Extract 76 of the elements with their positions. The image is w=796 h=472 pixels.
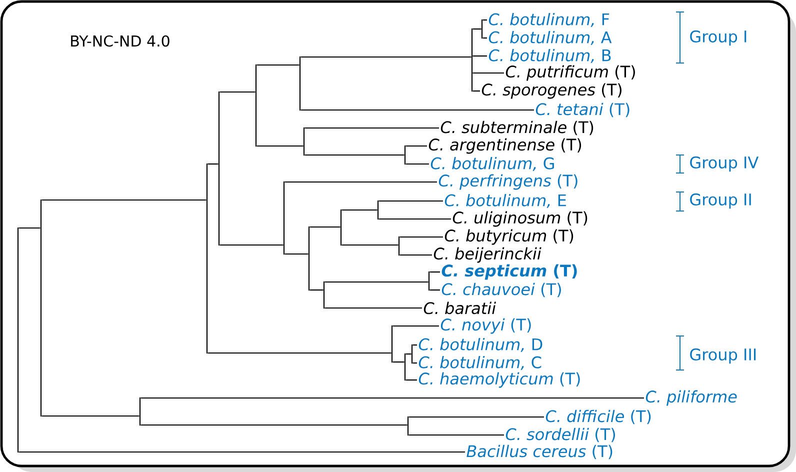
branch-line xyxy=(42,199,206,201)
species-label: C. haemolyticum (T) xyxy=(418,372,580,388)
branch-line xyxy=(430,289,440,291)
species-label: C. subterminale (T) xyxy=(440,120,594,136)
branch-line xyxy=(310,289,324,291)
branch-line xyxy=(482,19,487,21)
branch-line xyxy=(412,362,417,364)
species-label: C. chauvoei (T) xyxy=(442,282,561,298)
branch-line xyxy=(392,325,439,327)
branch-line xyxy=(208,352,392,354)
branch-line xyxy=(406,353,412,355)
branch-line xyxy=(208,163,218,165)
branch-line xyxy=(284,181,437,183)
branch-line xyxy=(400,236,443,238)
branch-line xyxy=(342,244,398,246)
species-label: C. tetani (T) xyxy=(536,102,630,118)
branch-line xyxy=(256,64,300,66)
branch-line xyxy=(18,451,465,453)
branch-line xyxy=(406,379,417,381)
branch-line xyxy=(300,56,472,58)
branch-line xyxy=(42,415,140,417)
branch-line xyxy=(378,200,443,202)
branch-line xyxy=(392,361,404,363)
species-label: C. beijerinckii xyxy=(434,247,542,263)
species-label: C. botulinum, A xyxy=(488,31,612,45)
branch-line xyxy=(220,91,256,93)
branch-line xyxy=(342,209,378,211)
branch-line xyxy=(220,244,284,246)
branch-line xyxy=(140,424,408,426)
species-label: C. botulinum, C xyxy=(418,356,542,370)
species-label: C. putrificum (T) xyxy=(506,65,635,81)
branch-line xyxy=(378,218,451,220)
group-label: Group II xyxy=(690,193,751,209)
branch-line xyxy=(472,28,482,30)
species-label: C. baratii xyxy=(424,302,496,314)
branch-line xyxy=(310,226,340,228)
branch-line xyxy=(304,154,404,156)
group-label: Group IV xyxy=(690,156,759,172)
branch-line xyxy=(408,434,504,436)
branch-line xyxy=(256,145,304,147)
species-label: C. botulinum, G xyxy=(430,157,554,172)
branch-line xyxy=(472,55,487,57)
branch-line xyxy=(140,397,644,399)
species-label: C. botulinum, D xyxy=(418,338,542,352)
group-label: Group III xyxy=(690,348,756,364)
branch-line xyxy=(304,127,439,129)
branch-line xyxy=(400,254,432,256)
branch-line xyxy=(18,227,40,229)
species-label: C. botulinum, F xyxy=(488,13,610,27)
branch-line xyxy=(406,163,429,165)
species-label: C. perfringens (T) xyxy=(438,174,578,190)
branch-line xyxy=(324,281,428,283)
species-label: C. botulinum, E xyxy=(444,194,566,208)
group-label: Group I xyxy=(690,30,746,46)
species-label: C. argentinense (T) xyxy=(428,138,582,154)
species-label: C. difficile (T) xyxy=(546,410,651,424)
species-label: C. butyricum (T) xyxy=(444,229,574,245)
branch-line xyxy=(408,416,544,418)
species-label: C. sporogenes (T) xyxy=(482,83,622,99)
species-label: C. piliforme xyxy=(646,390,737,406)
branch-line xyxy=(472,90,480,92)
species-label: C. uliginosum (T) xyxy=(452,211,588,227)
branch-line xyxy=(300,109,534,111)
branch-line xyxy=(406,145,427,147)
branch-line xyxy=(412,344,417,346)
species-label: C. septicum (T) xyxy=(442,264,577,280)
branch-line xyxy=(482,37,487,39)
branch-line xyxy=(472,72,504,74)
species-label: C. sordellii (T) xyxy=(506,428,615,442)
species-label: C. novyi (T) xyxy=(440,318,531,334)
branch-line xyxy=(284,253,308,255)
license-text: BY-NC-ND 4.0 xyxy=(71,35,170,47)
species-label: Bacillus cereus (T) xyxy=(466,444,612,460)
branch-line xyxy=(430,271,440,273)
branch-line xyxy=(324,307,422,309)
species-label: C. botulinum, B xyxy=(488,49,611,63)
